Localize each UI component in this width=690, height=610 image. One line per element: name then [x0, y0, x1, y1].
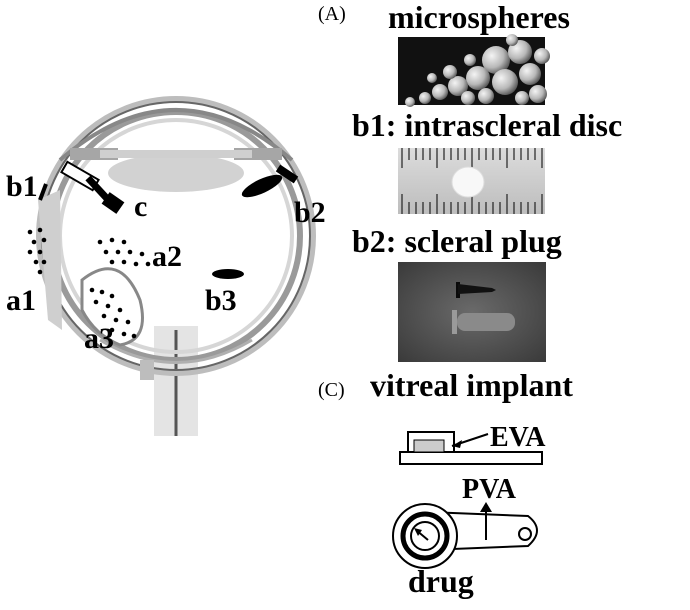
label-drug: drug — [408, 563, 474, 599]
scleral-plug-image — [398, 262, 546, 362]
label-pva: PVA — [462, 474, 517, 505]
a1-particles — [27, 227, 47, 275]
eye-diagram: b1 c b2 a2 b3 a1 a3 — [6, 96, 326, 436]
lower-block — [140, 360, 154, 380]
lens — [108, 154, 244, 192]
cornea — [58, 108, 294, 162]
subretinal-pocket — [80, 267, 144, 347]
label-a1: a1 — [6, 284, 36, 317]
panel-label-c: (C) — [318, 379, 345, 401]
sclera-wedge-left — [38, 190, 62, 330]
label-b3: b3 — [205, 284, 237, 317]
retina-bottom — [99, 338, 253, 364]
panel-label-a: (A) — [318, 3, 346, 25]
zonule-band — [100, 150, 252, 158]
label-a2: a2 — [152, 240, 182, 273]
title-vitreal-implant: vitreal implant — [370, 367, 573, 403]
title-scleral-plug: b2: scleral plug — [352, 223, 562, 259]
sclera — [36, 96, 316, 376]
c-block — [101, 192, 125, 214]
label-b2: b2 — [294, 196, 326, 229]
b2-plug-body — [241, 174, 283, 198]
label-a3: a3 — [84, 322, 114, 355]
microspheres-image — [398, 34, 550, 107]
implant-side-view — [399, 431, 543, 465]
implant-top-view — [392, 502, 538, 569]
b1-marker — [38, 183, 48, 201]
a2-particles — [97, 237, 151, 267]
label-eva: EVA — [490, 422, 546, 453]
title-microspheres: microspheres — [388, 0, 570, 35]
label-c: c — [134, 190, 147, 223]
b2-plug-head — [275, 164, 299, 184]
title-intrascleral-disc: b1: intrascleral disc — [352, 107, 622, 143]
label-b1: b1 — [6, 170, 38, 203]
a3-particles — [89, 287, 137, 339]
intrascleral-disc-image — [398, 148, 545, 214]
b3-implant — [212, 269, 244, 279]
